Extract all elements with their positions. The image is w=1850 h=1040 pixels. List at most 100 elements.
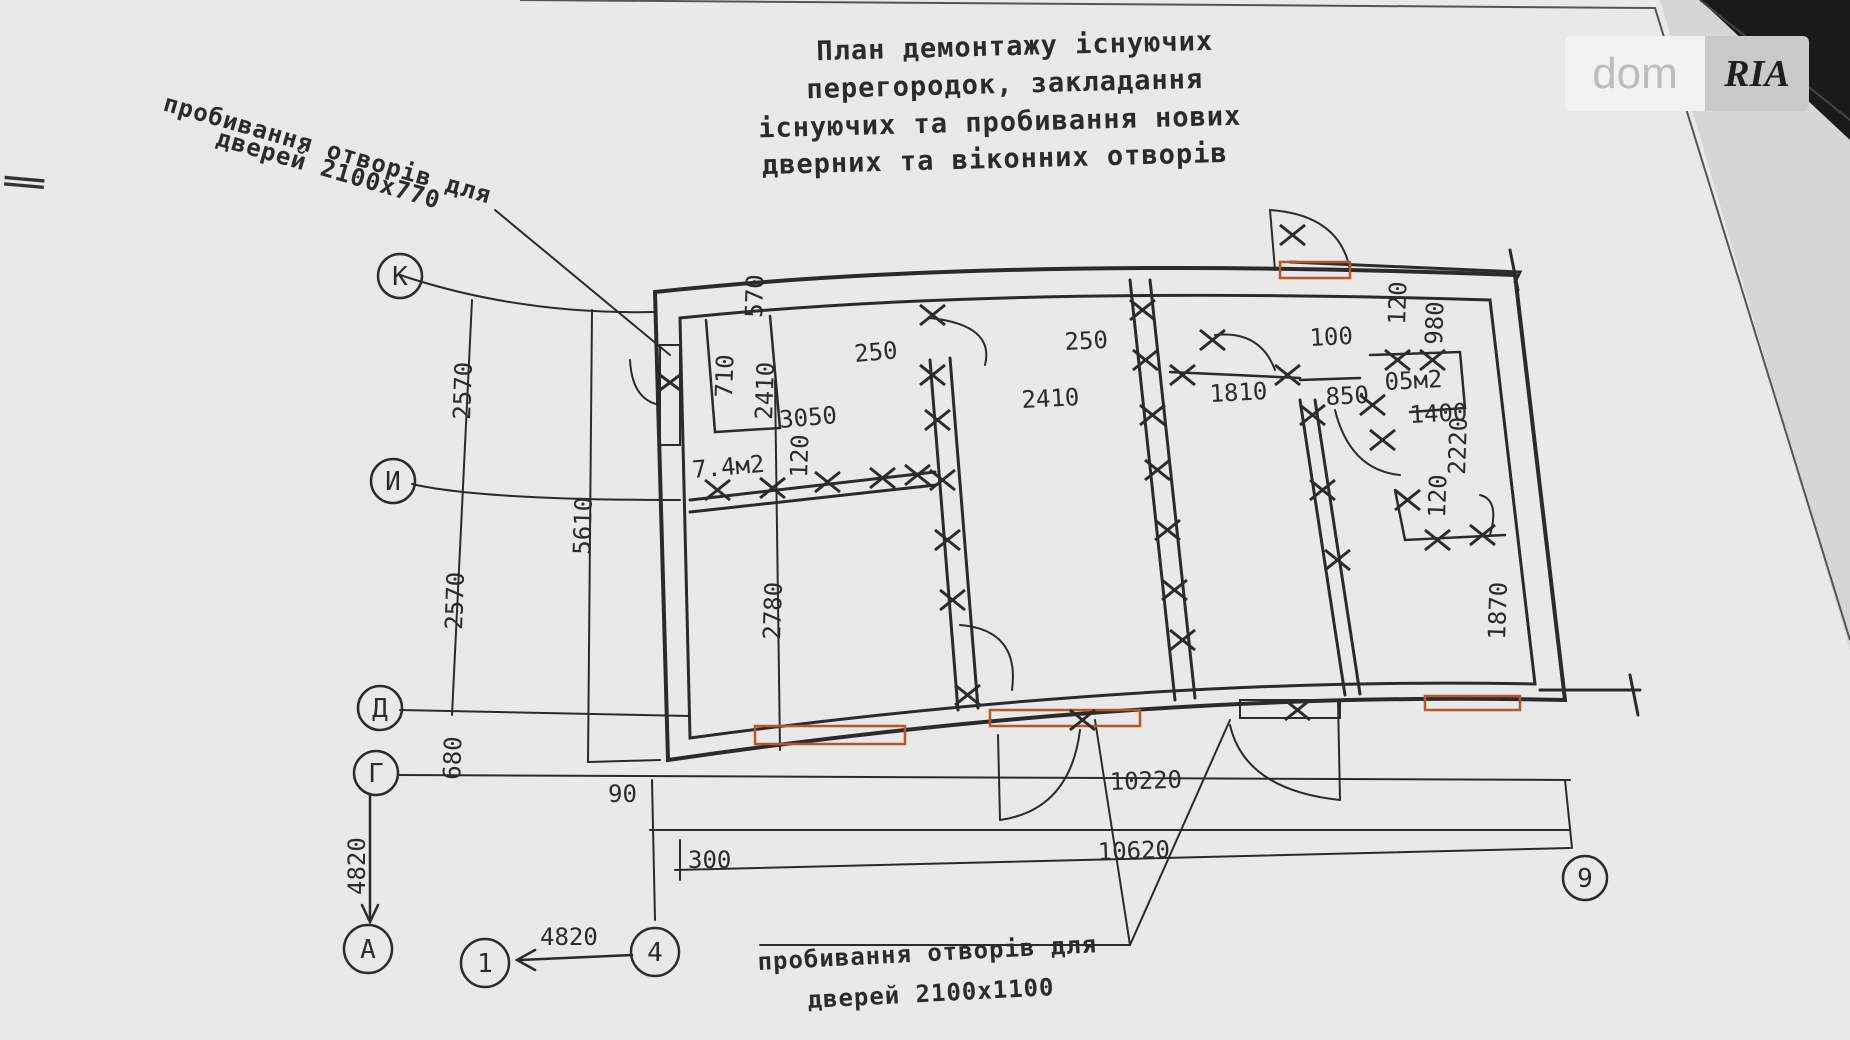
dim-120-bath-top: 120: [1383, 281, 1412, 325]
axis-label-1: 1: [477, 949, 493, 979]
inner-wall-outline: [678, 293, 1537, 740]
wall-break-bottom: [1628, 673, 1640, 717]
axis-circle-a: [342, 923, 394, 975]
partition-h-left-bottom: [688, 483, 938, 514]
dim-250-right: 250: [1064, 326, 1109, 356]
axis-label-k: К: [392, 262, 408, 292]
dim-710: 710: [710, 354, 739, 398]
axis-circle-g: [352, 749, 400, 797]
axis-line-4: [651, 779, 656, 921]
demolition-marks: [659, 223, 1496, 732]
note-bottom-leader-1: [1094, 719, 1131, 946]
axis-arrowhead-a: [360, 903, 380, 925]
watermark-logo: dom RIA: [1565, 36, 1809, 111]
axis-arrowhead-1: [514, 948, 537, 972]
dim-line-5610: [587, 309, 593, 763]
door-swing-3: [1214, 333, 1276, 371]
partition-1-right: [948, 356, 980, 710]
brick-infill-3: [1423, 694, 1522, 712]
dim-100: 100: [1309, 322, 1354, 352]
dim-120-left: 120: [785, 434, 814, 478]
partition-3-left: [1298, 398, 1347, 697]
door-swing-new-1: [999, 729, 1081, 821]
axis-circle-d: [356, 684, 404, 732]
door-swing-entrance: [1269, 209, 1351, 271]
axis-circle-9: [1561, 854, 1609, 902]
wall-break-top: [1508, 248, 1520, 292]
dim-250-left: 250: [853, 336, 899, 368]
dim-850: 850: [1325, 381, 1370, 411]
edge-mark: ‖: [0, 170, 46, 194]
watermark-dom: dom: [1565, 36, 1705, 111]
area-room-1: 7.4м2: [691, 450, 765, 484]
axis-label-a: А: [360, 935, 376, 965]
axis-line-9: [1564, 779, 1573, 849]
sheet-frame: [519, 0, 1850, 641]
dim-3050: 3050: [778, 401, 838, 434]
axis-line-d: [399, 709, 691, 717]
kitchen-wall: [1168, 370, 1302, 380]
dim-90: 90: [608, 780, 637, 808]
dim-980: 980: [1420, 301, 1449, 345]
bathroom-walls-top: [1368, 350, 1467, 414]
note-top-leader: [494, 209, 671, 356]
note-bottom-leader-2: [1129, 719, 1231, 946]
partition-2-left: [1128, 278, 1177, 702]
axis-arrow-4820-h: [518, 953, 634, 962]
partition-h-left-top: [688, 470, 937, 502]
door-leaf-entrance: [1269, 209, 1276, 271]
dim-2410-vertical: 2410: [750, 361, 780, 420]
corridor-wall: [1298, 376, 1362, 382]
dim-570: 570: [740, 274, 769, 318]
dim-680: 680: [438, 736, 467, 780]
dim-2220: 2220: [1443, 416, 1473, 475]
door-leaf-new-2: [1337, 699, 1341, 801]
dim-5610: 5610: [568, 496, 598, 555]
axis-line-i: [411, 483, 681, 501]
dim-line-left-outer: [451, 299, 473, 716]
outer-wall-outline: [652, 265, 1568, 763]
small-room-walls: [704, 314, 782, 434]
axis-circle-k: [376, 252, 424, 300]
axis-line-g: [397, 774, 1571, 781]
dim-2780: 2780: [758, 581, 788, 640]
dim-4820-vertical: 4820: [343, 837, 371, 895]
axis-circle-4: [629, 926, 681, 978]
partition-3-right: [1313, 398, 1362, 696]
dim-line-5610-base: [587, 759, 661, 763]
dim-2410-horizontal: 2410: [1021, 383, 1080, 414]
dim-line-2780: [774, 379, 781, 751]
axis-line-k: [399, 274, 656, 314]
dim-2570-upper: 2570: [448, 361, 478, 420]
dim-2570-lower: 2570: [440, 571, 470, 630]
window-mark-1: [1239, 699, 1341, 719]
axis-circle-i: [369, 457, 417, 505]
dim-10220: 10220: [1109, 765, 1182, 796]
area-room-2: 05м2: [1384, 365, 1443, 396]
dim-1810: 1810: [1209, 377, 1268, 408]
brick-infill-1: [753, 724, 907, 746]
brick-infill-4: [1278, 260, 1352, 280]
door-swing-4: [1334, 409, 1401, 476]
door-swing-2: [959, 624, 1014, 691]
dim-10620: 10620: [1097, 835, 1170, 866]
dim-300: 300: [688, 846, 731, 874]
axis-label-g: Г: [368, 759, 384, 789]
axis-label-9: 9: [1577, 864, 1593, 894]
dim-120-bath-bottom: 120: [1423, 474, 1452, 518]
brick-infill-2: [988, 708, 1142, 728]
dim-1400: 1400: [1409, 398, 1468, 429]
axis-label-d: Д: [372, 694, 388, 724]
dim-4820-horizontal: 4820: [540, 923, 598, 951]
axis-label-4: 4: [647, 938, 663, 968]
dim-line-10620: [674, 847, 1571, 871]
axis-circle-1: [459, 937, 511, 989]
door-swing-new-2: [1229, 724, 1341, 801]
door-swing-1: [929, 317, 988, 366]
watermark-ria: RIA: [1705, 36, 1809, 111]
window-mark-2: [659, 344, 681, 446]
dim-1870: 1870: [1483, 581, 1513, 640]
door-swing-small: [629, 359, 661, 406]
